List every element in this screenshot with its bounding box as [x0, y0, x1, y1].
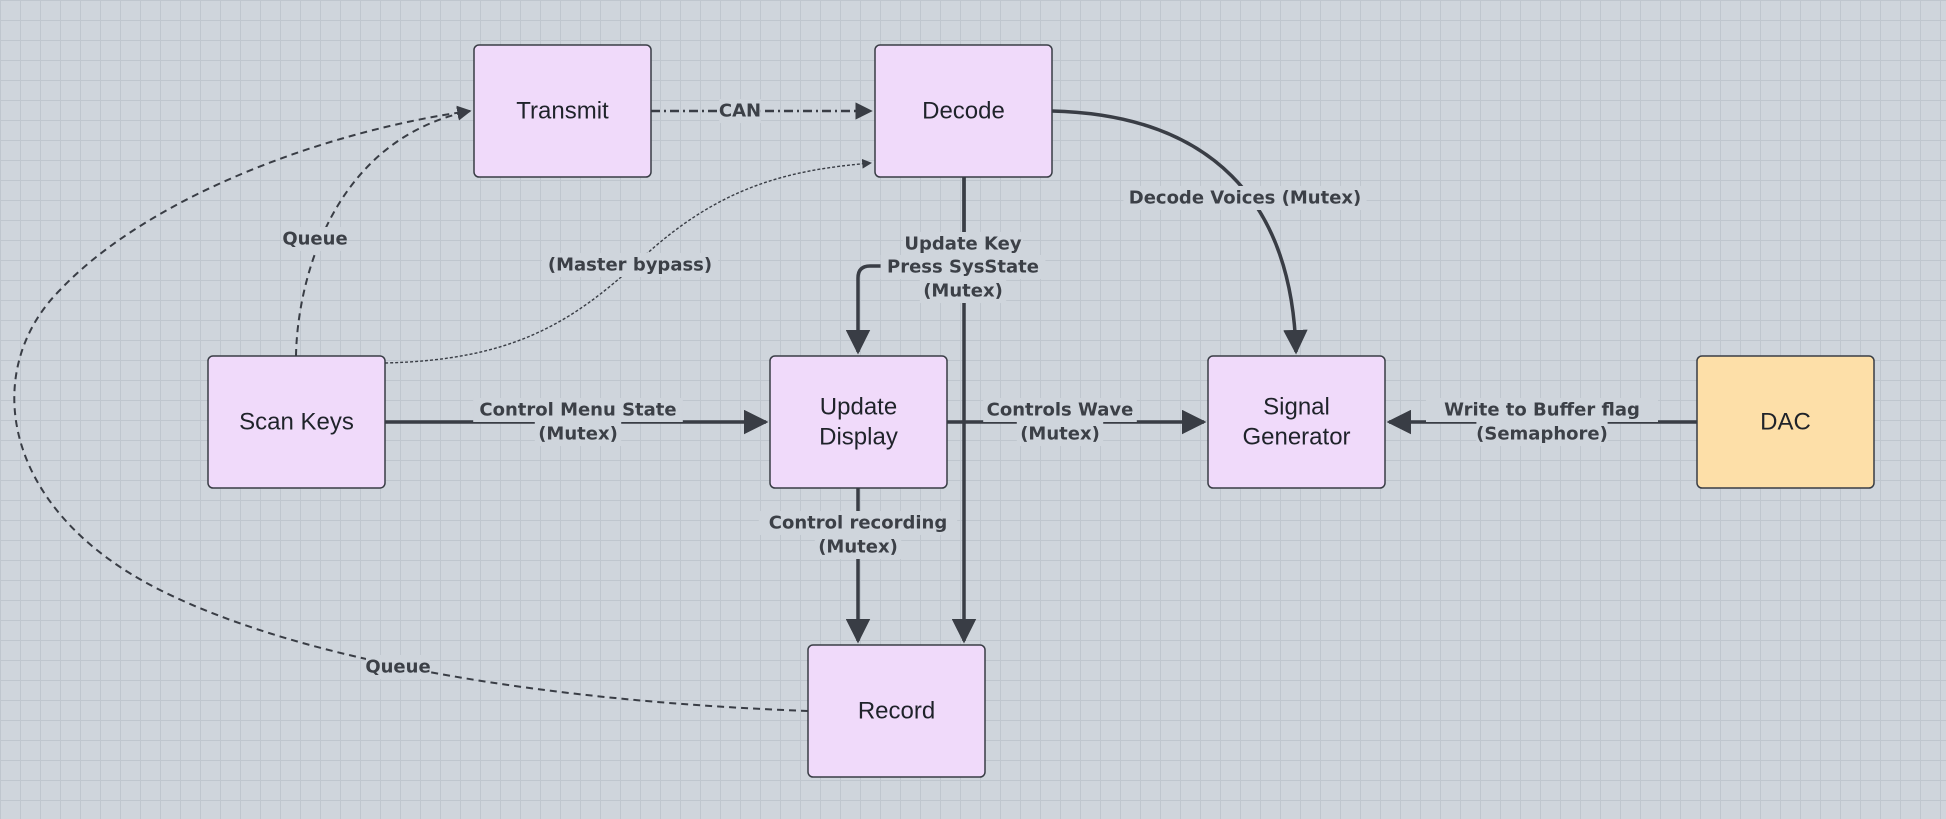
edge-label: Update Key: [904, 234, 1021, 255]
edge-label-background: [534, 422, 622, 446]
edge-label: Control recording: [769, 513, 947, 534]
node-label: Scan Keys: [239, 409, 354, 436]
node-box[interactable]: [1207, 355, 1386, 489]
node-box[interactable]: [874, 44, 1053, 178]
edge-label: (Mutex): [1020, 424, 1100, 445]
node-label: Update: [820, 394, 897, 421]
edge-label: (Semaphore): [1476, 424, 1608, 445]
node-label: Generator: [1242, 424, 1350, 451]
edge-label-background: [880, 255, 1046, 279]
edge-label-background: [719, 99, 761, 123]
edge-label-background: [1426, 398, 1658, 422]
node-label: Display: [819, 424, 898, 451]
edge-label: (Mutex): [818, 537, 898, 558]
edge-label-background: [283, 227, 347, 251]
node-decode[interactable]: Decode: [874, 44, 1053, 178]
edge-label-background: [1123, 186, 1367, 210]
edge-label: Controls Wave: [987, 400, 1134, 421]
edge-label-background: [1476, 422, 1608, 446]
edge-label: Queue: [365, 657, 430, 678]
node-box[interactable]: [807, 644, 986, 778]
edge-label-background: [542, 253, 718, 277]
edge-label-background: [814, 535, 902, 559]
edge-label-background: [903, 232, 1023, 256]
edge-record-to-transmit: [13, 105, 809, 712]
edge-label-background: [919, 279, 1007, 303]
edge-label: (Mutex): [923, 281, 1003, 302]
edge-label-background: [473, 398, 683, 422]
edge-label-background: [758, 511, 958, 535]
edge-label-background: [983, 398, 1137, 422]
edge-label: Decode Voices (Mutex): [1129, 188, 1362, 209]
edge-decode-to-signal: [1051, 109, 1308, 355]
node-box[interactable]: [207, 355, 386, 489]
edge-label: CAN: [719, 101, 761, 122]
node-transmit[interactable]: Transmit: [473, 44, 652, 178]
edge-label: Write to Buffer flag: [1444, 400, 1640, 421]
edge-decode-to-display: [845, 177, 966, 355]
edge-label: Queue: [282, 229, 347, 250]
node-label: Transmit: [516, 98, 609, 125]
node-box[interactable]: [769, 355, 948, 489]
edge-label: (Mutex): [538, 424, 618, 445]
node-label: Signal: [1263, 394, 1330, 421]
edge-label-background: [366, 655, 430, 679]
node-box[interactable]: [473, 44, 652, 178]
node-label: DAC: [1760, 409, 1811, 436]
edge-label-background: [1016, 422, 1104, 446]
node-box[interactable]: [1696, 355, 1875, 489]
edge-label: (Master bypass): [548, 255, 712, 276]
edge-label: Control Menu State: [479, 400, 676, 421]
node-label: Decode: [922, 98, 1005, 125]
node-record[interactable]: Record: [807, 644, 986, 778]
node-label: Record: [858, 698, 935, 725]
edge-label: Press SysState: [887, 257, 1039, 278]
node-scan-keys[interactable]: Scan Keys: [207, 355, 386, 489]
node-dac[interactable]: DAC: [1696, 355, 1875, 489]
